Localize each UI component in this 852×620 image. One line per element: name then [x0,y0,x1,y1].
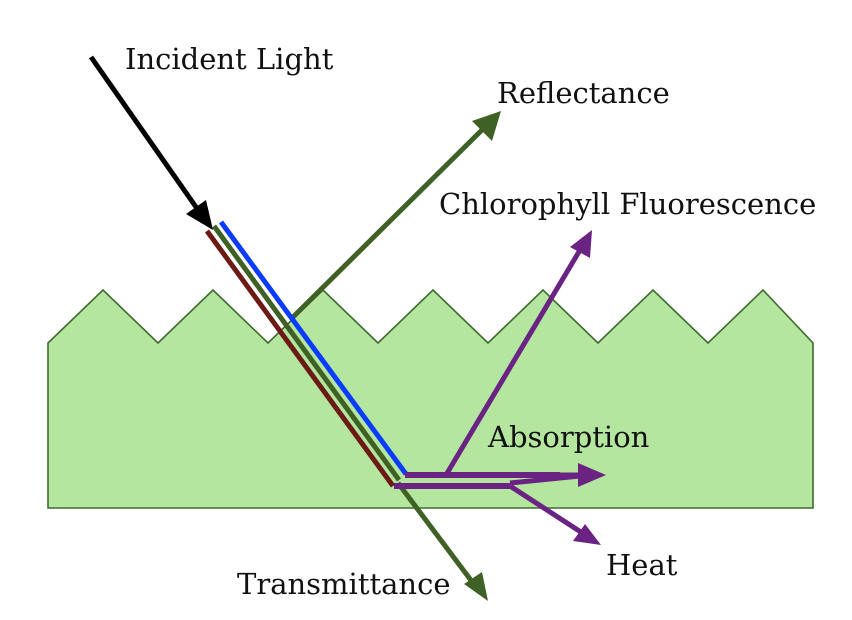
heat-arrowhead [573,524,601,545]
transmittance-arrow [396,481,478,589]
heat-label: Heat [606,548,678,582]
reflectance-arrow [290,122,490,320]
blue-light-band [218,220,409,476]
transmittance-arrowhead [464,572,488,601]
absorption-arrowhead [578,463,606,487]
green-light-band [211,224,402,482]
chlorophyll-fluorescence-label: Chlorophyll Fluorescence [439,187,816,221]
incident-light-arrow [88,55,206,219]
fluorescence-arrowhead [570,230,592,258]
incident-light-arrowhead [186,200,213,230]
heat-arrow [508,483,589,539]
absorption-label: Absorption [487,420,649,454]
transmittance-label: Transmittance [237,567,451,601]
reflectance-label: Reflectance [497,76,670,110]
red-light-band [204,229,396,488]
leaf-cross-section [47,288,814,509]
reflectance-arrowhead [472,111,501,141]
fluorescence-arrow [443,243,586,477]
incident-light-label: Incident Light [125,42,334,76]
